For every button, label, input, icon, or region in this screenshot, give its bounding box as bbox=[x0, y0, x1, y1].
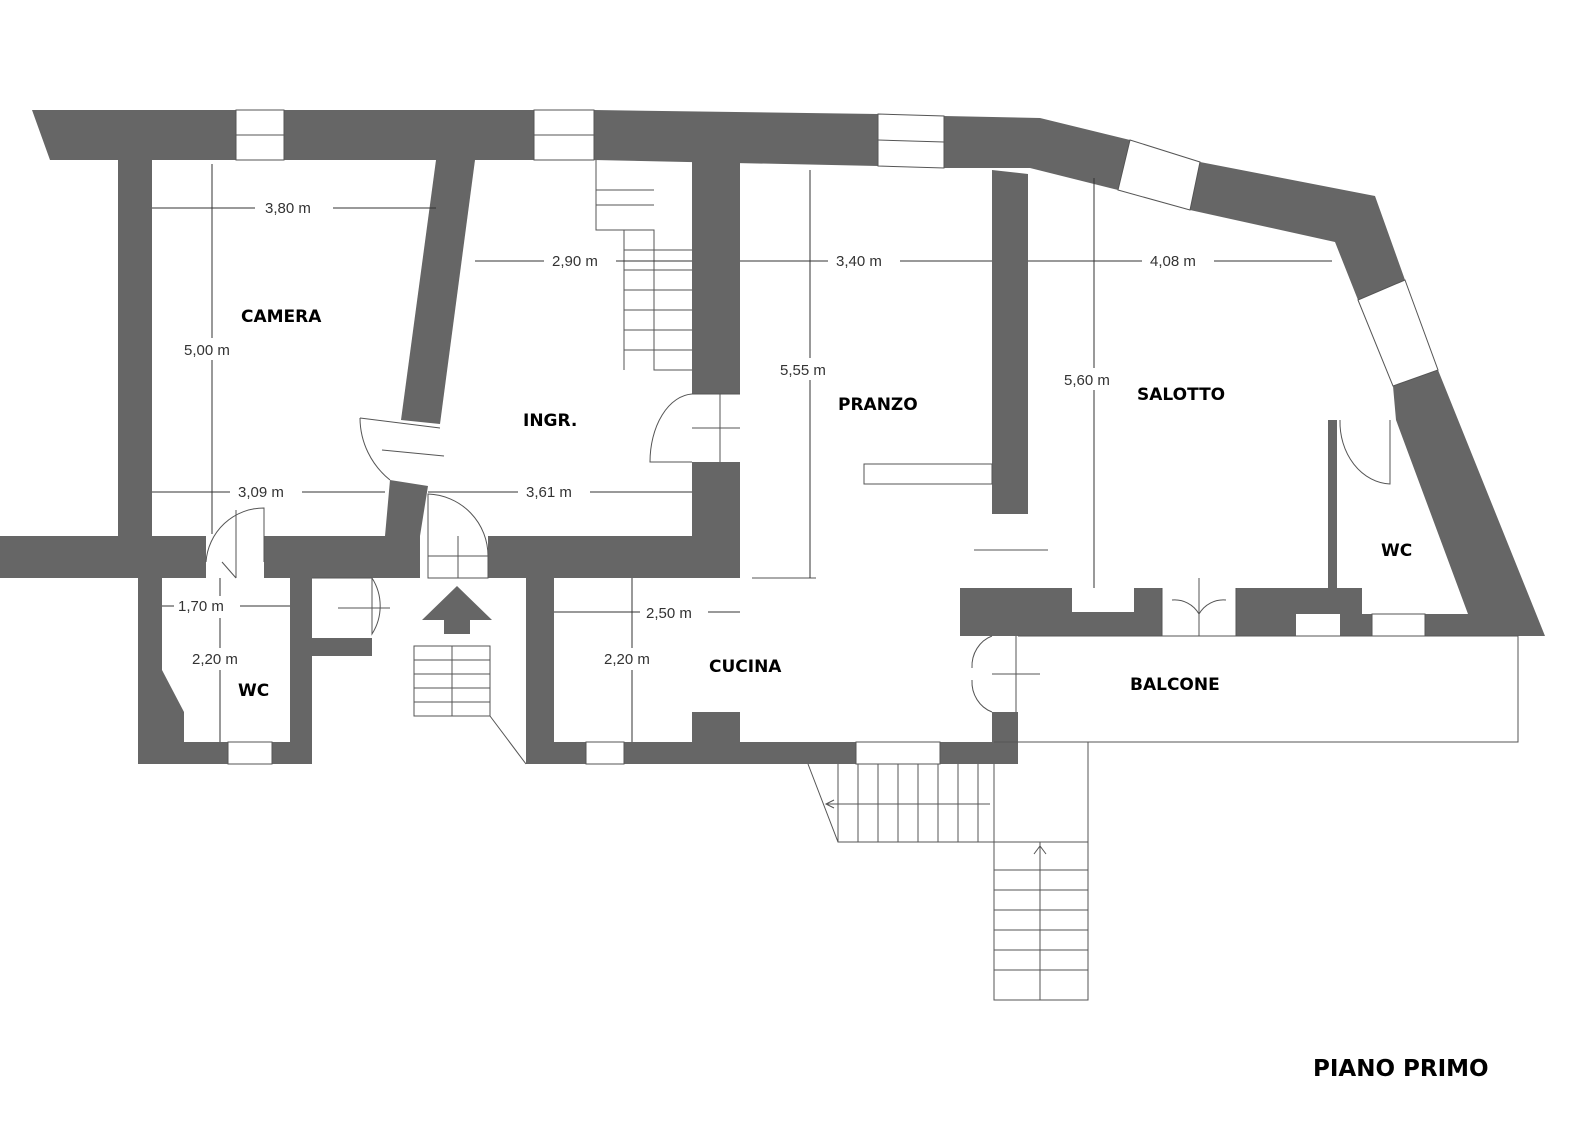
dim-wc-width: 1,70 m bbox=[178, 598, 224, 615]
dim-ingr-lower-width: 3,61 m bbox=[526, 484, 572, 501]
dim-cucina-height: 2,20 m bbox=[604, 651, 650, 668]
door-cucina-balcony bbox=[971, 635, 993, 713]
wall-wc-top-right bbox=[264, 562, 312, 578]
label-wc-left: WC bbox=[238, 681, 269, 701]
wall-cucina-bottom-1 bbox=[526, 742, 586, 764]
balcony-outline bbox=[1018, 635, 1519, 743]
label-ingr: INGR. bbox=[523, 411, 577, 431]
dim-salotto-width: 4,08 m bbox=[1150, 253, 1196, 270]
wall-ingr-bottom bbox=[488, 536, 740, 578]
walls bbox=[0, 110, 1545, 764]
wall-cucina-bottom-3 bbox=[940, 712, 1018, 764]
wall-camera-ingr-lower bbox=[385, 480, 428, 536]
drawing-title: PIANO PRIMO bbox=[1313, 1056, 1489, 1082]
door-closet bbox=[312, 577, 381, 636]
window-wc-left bbox=[227, 741, 273, 765]
label-salotto: SALOTTO bbox=[1137, 385, 1225, 405]
wall-top-4 bbox=[944, 116, 1130, 190]
wall-top-2 bbox=[284, 110, 534, 160]
door-wc-right bbox=[1339, 419, 1391, 485]
label-wc-right: WC bbox=[1381, 541, 1412, 561]
dim-salotto-height: 5,60 m bbox=[1064, 372, 1110, 389]
label-cucina: CUCINA bbox=[709, 657, 782, 677]
wall-top-3 bbox=[594, 110, 878, 166]
wall-left-ledge bbox=[0, 536, 206, 578]
wall-top-5 bbox=[1190, 162, 1405, 300]
wall-right-upper bbox=[1393, 370, 1545, 636]
wall-closet bbox=[290, 578, 372, 764]
window-salotto-top bbox=[1117, 139, 1201, 211]
wall-cucina-left bbox=[526, 578, 554, 764]
door-camera bbox=[359, 417, 441, 481]
dim-pranzo-height: 5,55 m bbox=[780, 362, 826, 379]
wall-salotto-bottom-1 bbox=[960, 588, 1162, 636]
up-arrow-icon bbox=[422, 586, 492, 634]
outlines bbox=[205, 160, 1519, 1001]
wall-top-left bbox=[32, 110, 236, 160]
stair-ingr bbox=[595, 160, 692, 371]
door-wc-left bbox=[205, 507, 265, 563]
dim-ingr-width: 2,90 m bbox=[552, 253, 598, 270]
pranzo-counter bbox=[863, 463, 993, 485]
room-labels: CAMERA INGR. PRANZO SALOTTO WC WC CUCINA… bbox=[238, 307, 1412, 701]
wall-cucina-bottom-2 bbox=[624, 712, 856, 764]
window-cucina-2 bbox=[855, 741, 941, 765]
window-salotto-right bbox=[1357, 279, 1439, 387]
window-cucina-1 bbox=[585, 741, 625, 765]
wall-camera-ingr bbox=[401, 160, 475, 424]
wall-wc-right-partition bbox=[1328, 420, 1337, 588]
wall-wc-top bbox=[162, 562, 206, 578]
label-pranzo: PRANZO bbox=[838, 395, 918, 415]
door-ingr-pranzo bbox=[649, 393, 693, 463]
dim-wc-height: 2,20 m bbox=[192, 651, 238, 668]
wall-ingr-pranzo-top bbox=[692, 160, 740, 394]
dim-camera-height: 5,00 m bbox=[184, 342, 230, 359]
wall-left-camera bbox=[118, 160, 152, 536]
wall-right-lower bbox=[1340, 614, 1372, 636]
dim-camera-width: 3,80 m bbox=[265, 200, 311, 217]
window-wc-right bbox=[1371, 613, 1426, 637]
wall-pranzo-salotto bbox=[992, 170, 1028, 514]
label-camera: CAMERA bbox=[241, 307, 322, 327]
label-balcone: BALCONE bbox=[1130, 675, 1220, 695]
door-balcony bbox=[1161, 588, 1237, 636]
windows bbox=[227, 109, 1439, 765]
dim-pranzo-width: 3,40 m bbox=[836, 253, 882, 270]
dim-camera-lower-width: 3,09 m bbox=[238, 484, 284, 501]
dim-cucina-width: 2,50 m bbox=[646, 605, 692, 622]
wall-salotto-bottom-2 bbox=[1236, 588, 1362, 636]
stair-entrance bbox=[413, 645, 527, 765]
stair-exterior bbox=[807, 741, 1089, 1001]
dimension-labels: 3,80 m 5,00 m 3,09 m 2,90 m 3,61 m 3,40 … bbox=[174, 196, 1214, 670]
wall-wc-left bbox=[138, 578, 228, 764]
